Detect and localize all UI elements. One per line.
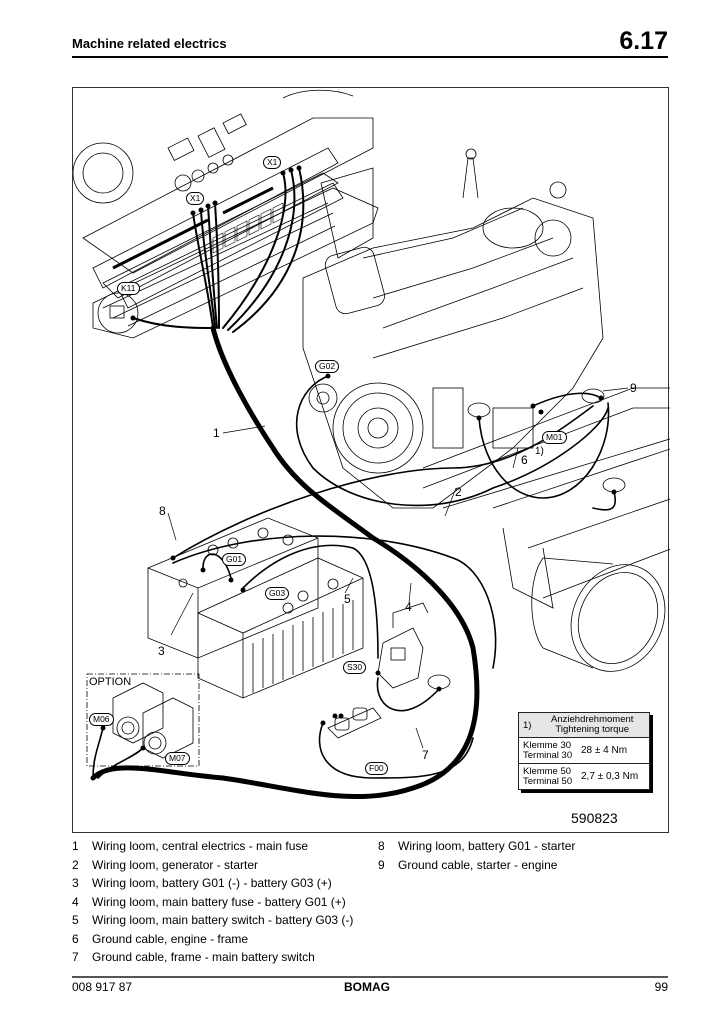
callout-6: 6 (521, 453, 528, 467)
legend-text: Wiring loom, battery G01 (-) - battery G… (92, 876, 332, 890)
callout-8: 8 (159, 504, 166, 518)
legend-item: 9 Ground cable, starter - engine (378, 856, 575, 875)
torque-value: 28 ± 4 Nm (581, 745, 628, 756)
tightening-torque-table: 1) Anziehdrehmoment Tightening torque Kl… (518, 712, 650, 790)
connector-dots (100, 165, 617, 751)
option-box (86, 673, 200, 767)
legend-number: 7 (72, 950, 79, 964)
tag-k11: K11 (117, 282, 140, 295)
torque-label-de: Klemme 30 (523, 739, 572, 751)
fuse-blocks (212, 202, 284, 254)
callout-9: 9 (630, 381, 637, 395)
callout-1: 1 (213, 426, 220, 440)
legend-item: 7 Ground cable, frame - main battery swit… (72, 948, 353, 967)
torque-value: 2,7 ± 0,3 Nm (581, 771, 639, 782)
tag-s30: S30 (343, 661, 367, 674)
tag-g02: G02 (315, 360, 340, 373)
page-title: Machine related electrics (72, 36, 227, 51)
page-number: 99 (654, 980, 668, 994)
legend-text: Ground cable, engine - frame (92, 931, 249, 946)
battery-g03 (197, 557, 364, 699)
legend-text: Wiring loom, battery G01 - starter (398, 839, 576, 853)
callout-5: 5 (344, 592, 351, 606)
torque-row: Klemme 50 Terminal 50 2,7 ± 0,3 Nm (519, 763, 649, 789)
legend-number: 8 (378, 839, 385, 853)
legend-item: 4 Wiring loom, main battery fuse - batter… (72, 893, 353, 912)
section-number: 6.17 (619, 27, 668, 55)
legend-text: Wiring loom, generator - starter (92, 857, 259, 872)
legend-item: 1 Wiring loom, central electrics - main f… (72, 837, 353, 856)
legend-item: 6 Ground cable, engine - frame (72, 930, 353, 949)
legend-right-column: 8 Wiring loom, battery G01 - starter 9 Gro… (378, 837, 575, 874)
figure-number: 590823 (571, 810, 618, 826)
tag-m06: M06 (89, 713, 114, 726)
legend-text: Wiring loom, central electrics - main fu… (92, 839, 309, 853)
legend-text: Ground cable, starter - engine (398, 857, 558, 872)
fuse-strip (112, 186, 274, 270)
torque-table-header: 1) Anziehdrehmoment Tightening torque (519, 713, 649, 738)
leader-lines (167, 387, 629, 749)
header-divider (72, 56, 668, 58)
wiring-diagram-figure: X1 X1 K11 G02 M01 G01 G03 S30 M06 M07 F0… (72, 87, 670, 833)
torque-label-en: Terminal 30 (523, 749, 573, 761)
legend-text: Ground cable, frame - main battery switc… (92, 950, 315, 964)
tag-x1-right: X1 (263, 156, 282, 169)
legend-left-column: 1 Wiring loom, central electrics - main f… (72, 837, 353, 967)
legend-number: 3 (72, 876, 79, 890)
callout-7: 7 (422, 748, 429, 762)
note-ref-callout: 1) (535, 446, 544, 457)
legend-item: 3 Wiring loom, battery G01 (-) - battery … (72, 874, 353, 893)
legend-number: 6 (72, 931, 79, 946)
torque-title-de: Anziehdrehmoment (551, 714, 634, 725)
tag-x1-left: X1 (186, 192, 205, 205)
torque-note-ref: 1) (523, 719, 532, 731)
torque-row: Klemme 30 Terminal 30 28 ± 4 Nm (519, 738, 649, 763)
option-label: OPTION (89, 676, 132, 688)
legend-text: Wiring loom, main battery fuse - battery… (92, 894, 346, 909)
tag-g01: G01 (222, 553, 247, 566)
legend-text: Wiring loom, main battery switch - batte… (92, 913, 354, 927)
battery-g01 (147, 517, 319, 659)
drive-coupling (531, 557, 666, 672)
legend-item: 5 Wiring loom, main battery switch - batt… (72, 911, 353, 930)
brand-name: BOMAG (344, 980, 390, 994)
document-number: 008 917 87 (72, 980, 133, 994)
engine-block (302, 148, 670, 509)
legend-item: 2 Wiring loom, generator - starter (72, 856, 353, 875)
motor-m07 (142, 697, 194, 759)
motor-m06 (112, 682, 164, 744)
tag-m01: M01 (542, 431, 567, 444)
callout-2: 2 (455, 485, 462, 499)
k11-relay-detail (97, 292, 139, 334)
torque-label-en: Terminal 50 (523, 775, 573, 787)
legend-number: 5 (72, 913, 79, 927)
engine-pulley (308, 382, 424, 474)
tag-f00: F00 (365, 762, 388, 775)
dashboard-panel (73, 89, 379, 339)
footer-divider (72, 976, 668, 978)
tag-m07: M07 (165, 752, 190, 765)
main-battery-switch (377, 602, 429, 689)
legend-number: 9 (378, 857, 385, 872)
legend-number: 1 (72, 839, 79, 853)
legend-item: 8 Wiring loom, battery G01 - starter (378, 837, 575, 856)
torque-label-de: Klemme 50 (523, 765, 572, 777)
callout-4: 4 (405, 600, 412, 614)
callout-3: 3 (158, 644, 165, 658)
tag-g03: G03 (265, 587, 290, 600)
torque-title-en: Tightening torque (555, 724, 630, 735)
main-fuse-holder (327, 707, 382, 739)
legend-number: 2 (72, 857, 79, 872)
machine-frame (492, 448, 670, 609)
legend-number: 4 (72, 894, 79, 909)
